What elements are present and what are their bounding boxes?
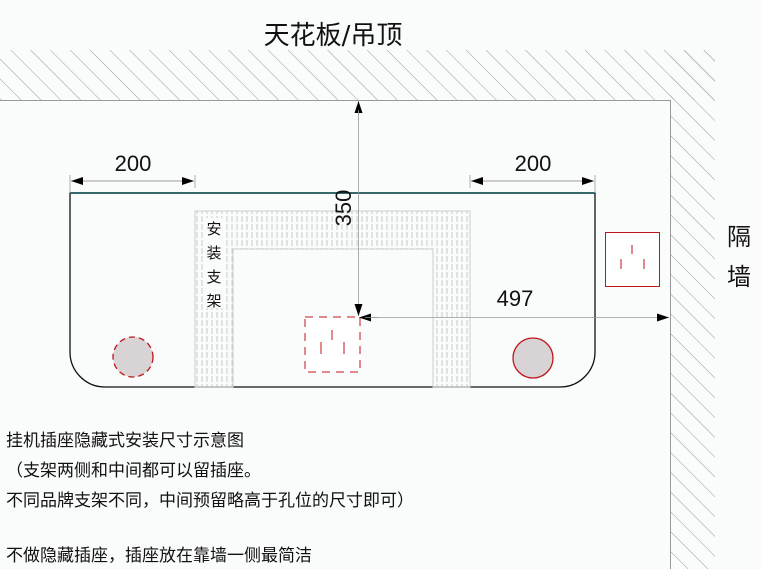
mounting-bracket bbox=[194, 210, 471, 388]
hidden-socket bbox=[304, 316, 361, 373]
pipe-hole-left bbox=[112, 336, 154, 378]
note-recommendation: 不做隐藏插座，插座放在靠墙一侧最简洁 bbox=[6, 546, 312, 566]
bracket-label-char: 安 bbox=[206, 220, 221, 238]
wall-label: 隔 墙 bbox=[727, 223, 751, 291]
dim-right-200: 200 bbox=[515, 151, 552, 176]
note-title: 挂机插座隐藏式安装尺寸示意图 bbox=[6, 431, 244, 451]
title: 天花板/吊顶 bbox=[264, 21, 403, 51]
bracket-label-char: 装 bbox=[206, 244, 221, 262]
bracket-label-char: 架 bbox=[206, 292, 221, 310]
dimension-lines bbox=[69, 101, 669, 322]
note-line: 不同品牌支架不同，中间预留略高于孔位的尺寸即可） bbox=[6, 491, 414, 511]
pipe-hole-right bbox=[512, 337, 554, 379]
bracket-label-char: 支 bbox=[206, 268, 221, 286]
dim-350: 350 bbox=[331, 190, 356, 227]
wall-label-char: 隔 bbox=[727, 223, 751, 251]
note-line: （支架两侧和中间都可以留插座。 bbox=[6, 461, 261, 481]
bracket-label: 安 装 支 架 bbox=[206, 220, 221, 310]
wall-side-socket bbox=[605, 232, 660, 287]
dim-left-200: 200 bbox=[115, 151, 152, 176]
wall-label-char: 墙 bbox=[727, 263, 751, 291]
dim-497: 497 bbox=[497, 286, 534, 311]
